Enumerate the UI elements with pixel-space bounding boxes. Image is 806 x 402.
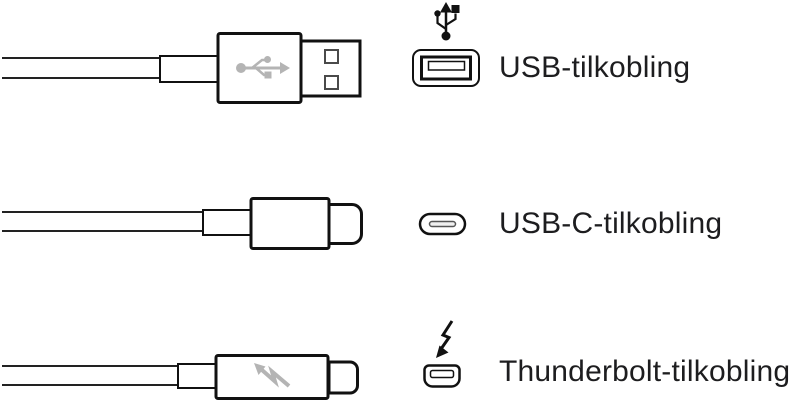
thunderbolt-icon <box>436 320 454 358</box>
usb-a-cable-illustration <box>2 32 362 104</box>
usb-trident-icon <box>434 2 460 41</box>
usb-a-port-icon <box>412 49 480 87</box>
usb-trident-icon-gray <box>236 56 290 79</box>
lightning-bolt-icon-gray <box>254 363 291 388</box>
usb-contact-pins <box>324 49 339 90</box>
mini-displayport-port-icon <box>423 364 461 388</box>
usb-label: USB-tilkobling <box>499 51 691 84</box>
usb-c-label: USB-C-tilkobling <box>499 207 723 240</box>
usb-c-port-icon <box>418 212 467 236</box>
thunderbolt-cable-illustration <box>2 354 359 400</box>
thunderbolt-label: Thunderbolt-tilkobling <box>499 355 791 388</box>
usb-c-cable-illustration <box>2 197 363 250</box>
